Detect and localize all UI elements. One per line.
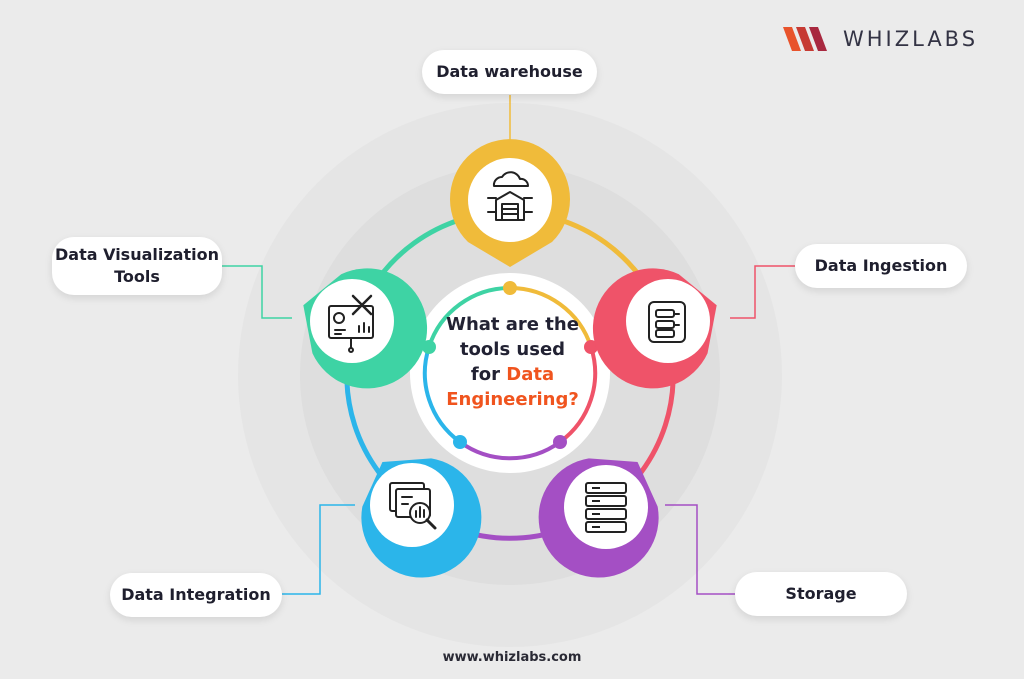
center-title-for: for [470,364,500,385]
data-integration-icon [389,482,437,530]
center-dot-red [584,340,598,354]
node-data-ingestion [592,268,717,389]
connector-ingestion [730,265,795,319]
whizlabs-logo: WHIZLABS [783,24,978,54]
center-ring-purple [458,440,562,461]
label-data-integration: Data Integration [110,573,282,617]
center-ring-red [558,346,598,444]
label-data-visualization-line1: Data Visualization [55,245,219,264]
connector-storage [665,504,735,595]
node-warehouse-badge [468,158,552,242]
label-data-visualization-line2: Tools [114,267,160,286]
node-data-integration [361,458,482,578]
center-ring-blue [422,346,462,444]
server-storage-icon [585,482,627,533]
center-title-engineering: Engineering? [446,389,579,410]
center-dot-purple [553,435,567,449]
center-ring-gold [509,285,593,348]
center-title-line3: for Data [430,362,595,387]
website-url: www.whizlabs.com [442,650,582,665]
label-storage-text: Storage [785,584,857,603]
connector-visualization [222,265,292,319]
center-dot-gold [503,281,517,295]
cloud-warehouse-icon [487,171,533,221]
node-visualization-badge [310,279,394,363]
visualization-board-icon [328,294,374,353]
node-data-warehouse [450,139,570,267]
center-title-data: Data [506,364,555,385]
node-data-visualization [303,268,428,389]
center-circle [410,273,610,473]
data-ingestion-icon [648,301,686,343]
label-data-ingestion: Data Ingestion [795,244,967,288]
whizlabs-logo-icon [783,27,827,51]
label-storage: Storage [735,572,907,616]
center-title-line1: What are the [446,314,579,335]
label-data-ingestion-text: Data Ingestion [814,256,948,275]
label-data-visualization: Data Visualization Tools [52,237,222,295]
center-ring [422,285,598,461]
connector-integration [282,504,355,595]
center-dot-blue [453,435,467,449]
label-data-warehouse: Data warehouse [422,50,597,94]
label-data-integration-text: Data Integration [121,585,271,604]
center-ring-green [427,285,511,348]
brand-name: WHIZLABS [843,27,979,51]
label-data-warehouse-text: Data warehouse [436,62,583,81]
center-dot-green [422,340,436,354]
node-storage [538,458,659,578]
center-title: What are the tools used for Data Enginee… [430,312,595,412]
center-title-line2: tools used [459,339,566,360]
